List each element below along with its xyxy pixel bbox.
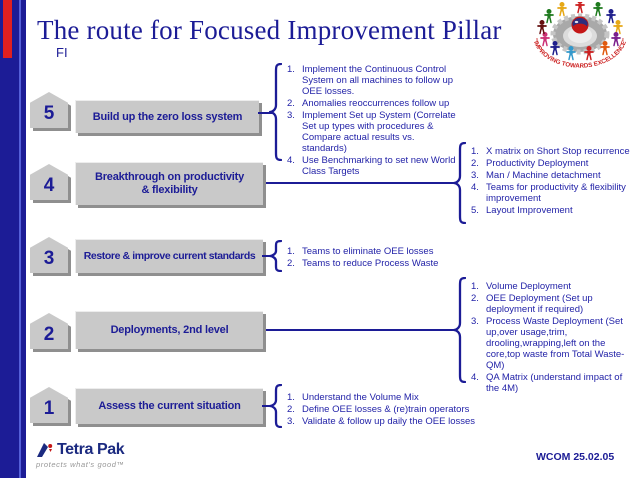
list-item: Implement Set up System (Correlate Set u… [287, 110, 456, 154]
step-label: Assess the current situation [98, 400, 241, 412]
step-label: Deployments, 2nd level [110, 324, 229, 336]
step-number-shape-4: 4 [30, 164, 71, 203]
page-subtitle: FI [56, 45, 68, 60]
step-box-5: Build up the zero loss system [75, 100, 259, 133]
step-label: Breakthrough on productivity & flexibili… [94, 171, 245, 196]
step-number: 4 [43, 174, 55, 196]
step-number-shape-5: 5 [30, 92, 71, 131]
list-item: Man / Machine detachment [471, 170, 601, 181]
step-number: 3 [43, 247, 55, 269]
improving-towards-excellence-logo: "IMPROVING TOWARDS EXCELLENCE" [531, 2, 629, 70]
list-item: OEE Deployment (Set up deployment if req… [471, 293, 593, 315]
left-brace-icon [453, 277, 466, 383]
list-item: Teams for productivity & flexibility imp… [471, 182, 626, 204]
red-ball-icon [571, 16, 589, 34]
list-item: Teams to reduce Process Waste [287, 258, 439, 269]
left-brace-icon [453, 142, 466, 224]
connector-line-2 [266, 329, 455, 331]
left-brace-icon [269, 384, 282, 428]
step-number-shape-1: 1 [30, 387, 71, 426]
connector-line-5 [258, 112, 272, 114]
connector-line-4 [266, 182, 455, 184]
step-number-shape-3: 3 [30, 237, 71, 276]
list-item: Process Waste Deployment (Set up,over us… [471, 316, 625, 371]
tetra-pak-logo: Tetra Pak protects what's good™ [36, 441, 125, 470]
step-number: 1 [43, 397, 55, 419]
step-box-2: Deployments, 2nd level [75, 311, 263, 349]
left-brace-icon [269, 63, 282, 161]
list-item: Validate & follow up daily the OEE losse… [287, 416, 476, 427]
tetra-pak-tagline: protects what's good™ [36, 460, 125, 469]
footer-document-code: WCOM 25.02.05 [536, 451, 615, 463]
list-item: QA Matrix (understand impact of the 4M) [471, 372, 623, 394]
step-box-4: Breakthrough on productivity & flexibili… [75, 162, 263, 205]
list-item: Anomalies reoccurrences follow up [287, 98, 450, 109]
step-label: Build up the zero loss system [92, 110, 243, 123]
list-item: Layout Improvement [471, 205, 573, 216]
connector-line-3 [262, 255, 272, 257]
tetra-pak-wordmark: Tetra Pak [57, 441, 125, 458]
left-bar-light-stripe [19, 0, 21, 478]
tetra-pak-emblem-icon [37, 443, 53, 457]
people-ring-icon [537, 2, 623, 61]
left-brace-icon [269, 240, 282, 272]
list-item: Understand the Volume Mix [287, 392, 419, 403]
page-title: The route for Focused Improvement Pillar [37, 15, 502, 45]
step-number: 5 [43, 102, 55, 124]
list-item: Teams to eliminate OEE losses [287, 246, 434, 257]
step-number: 2 [43, 323, 55, 345]
connector-line-1 [262, 405, 272, 407]
step-box-3: Restore & improve current standards [75, 239, 263, 273]
list-item: Volume Deployment [471, 281, 572, 292]
list-item: Define OEE losses & (re)train operators [287, 404, 470, 415]
list-item: Use Benchmarking to set new World Class … [287, 155, 456, 177]
step-box-1: Assess the current situation [75, 388, 263, 424]
step-list-5: Implement the Continuous Control System … [286, 64, 458, 178]
list-item: Productivity Deployment [471, 158, 589, 169]
step-label: Restore & improve current standards [83, 250, 256, 262]
left-bar-red-segment [3, 0, 12, 58]
list-item: X matrix on Short Stop recurrence [471, 146, 630, 157]
list-item: Implement the Continuous Control System … [287, 64, 454, 97]
left-accent-bar [0, 0, 26, 478]
step-number-shape-2: 2 [30, 313, 71, 352]
